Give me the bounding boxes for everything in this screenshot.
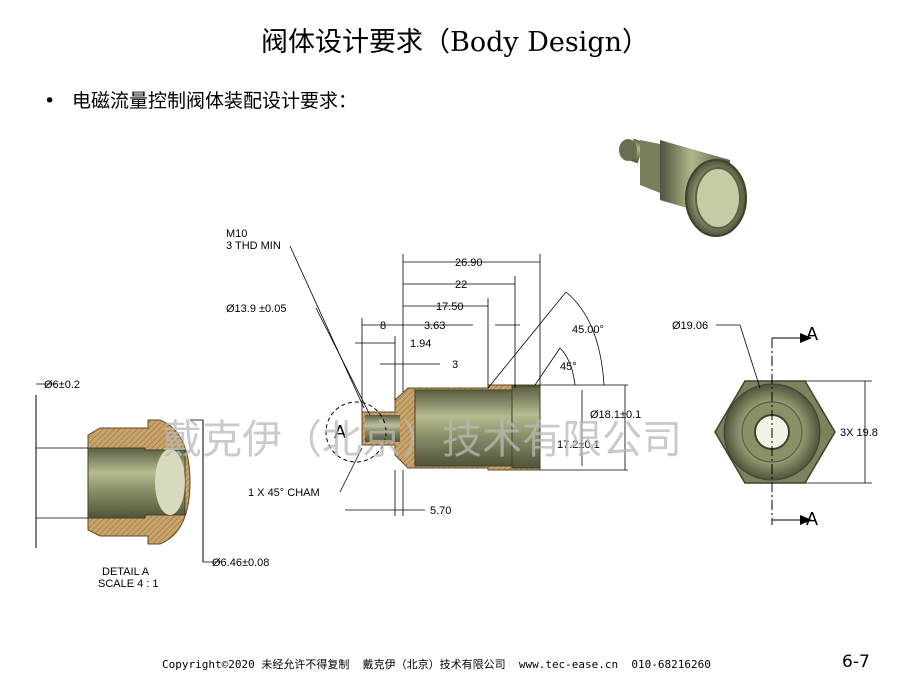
detail-a-view: Ø6±0.2 Ø6.46±0.08 DETAIL A SCALE 4 : 1 [35, 379, 269, 590]
watermark-text: 戴克伊（北京）技术有限公司 [162, 417, 682, 463]
dim-dia18-1: Ø18.1±0.1 [590, 409, 641, 421]
detail-callout-a: A [334, 422, 346, 442]
section-a-top: A [806, 324, 818, 344]
isometric-part-view [619, 138, 747, 237]
dim-3: 3 [452, 359, 458, 371]
dim-1-94: 1.94 [410, 338, 431, 350]
thread-bore [365, 415, 400, 442]
bullet-marker: • [44, 90, 56, 112]
detail-label: DETAIL A [102, 566, 150, 578]
dim-dia6: Ø6±0.2 [44, 379, 80, 391]
dim-dia19-06: Ø19.06 [672, 320, 708, 332]
dim-dia13-9: Ø13.9 ±0.05 [226, 303, 286, 315]
dim-22: 22 [455, 279, 467, 291]
angle-45: 45° [560, 361, 577, 373]
angle-45-00: 45.00° [572, 324, 604, 336]
detail-scale: SCALE 4 : 1 [98, 578, 159, 590]
thread-label-m10: M10 [226, 228, 247, 240]
bullet-text: 电磁流量控制阀体装配设计要求： [72, 90, 358, 112]
end-view: A A Ø19.06 3X 19.8 [672, 320, 878, 529]
dim-dia6-46: Ø6.46±0.08 [212, 557, 269, 569]
bullet-item: • 电磁流量控制阀体装配设计要求： [44, 86, 357, 113]
page-number: 6-7 [842, 652, 870, 672]
page-title: 阀体设计要求（Body Design） [260, 27, 649, 58]
main-side-view: A 26.90 22 17.50 3.63 8 1.94 3 45.00° 45… [226, 228, 641, 517]
body-counterbore [511, 385, 541, 469]
dim-3-63: 3.63 [424, 320, 445, 332]
thread-label-min: 3 THD MIN [226, 240, 281, 252]
footer-copyright: Copyright©2020 未经允许不得复制 戴克伊（北京）技术有限公司 ww… [162, 658, 711, 671]
dim-hex: 3X 19.8 [840, 427, 878, 439]
dim-17-50: 17.50 [436, 301, 464, 313]
section-a-bottom: A [806, 509, 818, 529]
dim-26-90: 26.90 [455, 257, 483, 269]
detail-inner-face [155, 449, 185, 515]
body-bore [414, 389, 516, 467]
detail-circle [325, 401, 387, 463]
iso-bore [695, 167, 741, 229]
dim-17-2: 17.2±0.1 [557, 439, 600, 451]
cham-label: 1 X 45° CHAM [248, 487, 320, 499]
iso-thread-end [619, 139, 637, 161]
dim-8: 8 [380, 320, 386, 332]
dim-5-70: 5.70 [430, 505, 451, 517]
